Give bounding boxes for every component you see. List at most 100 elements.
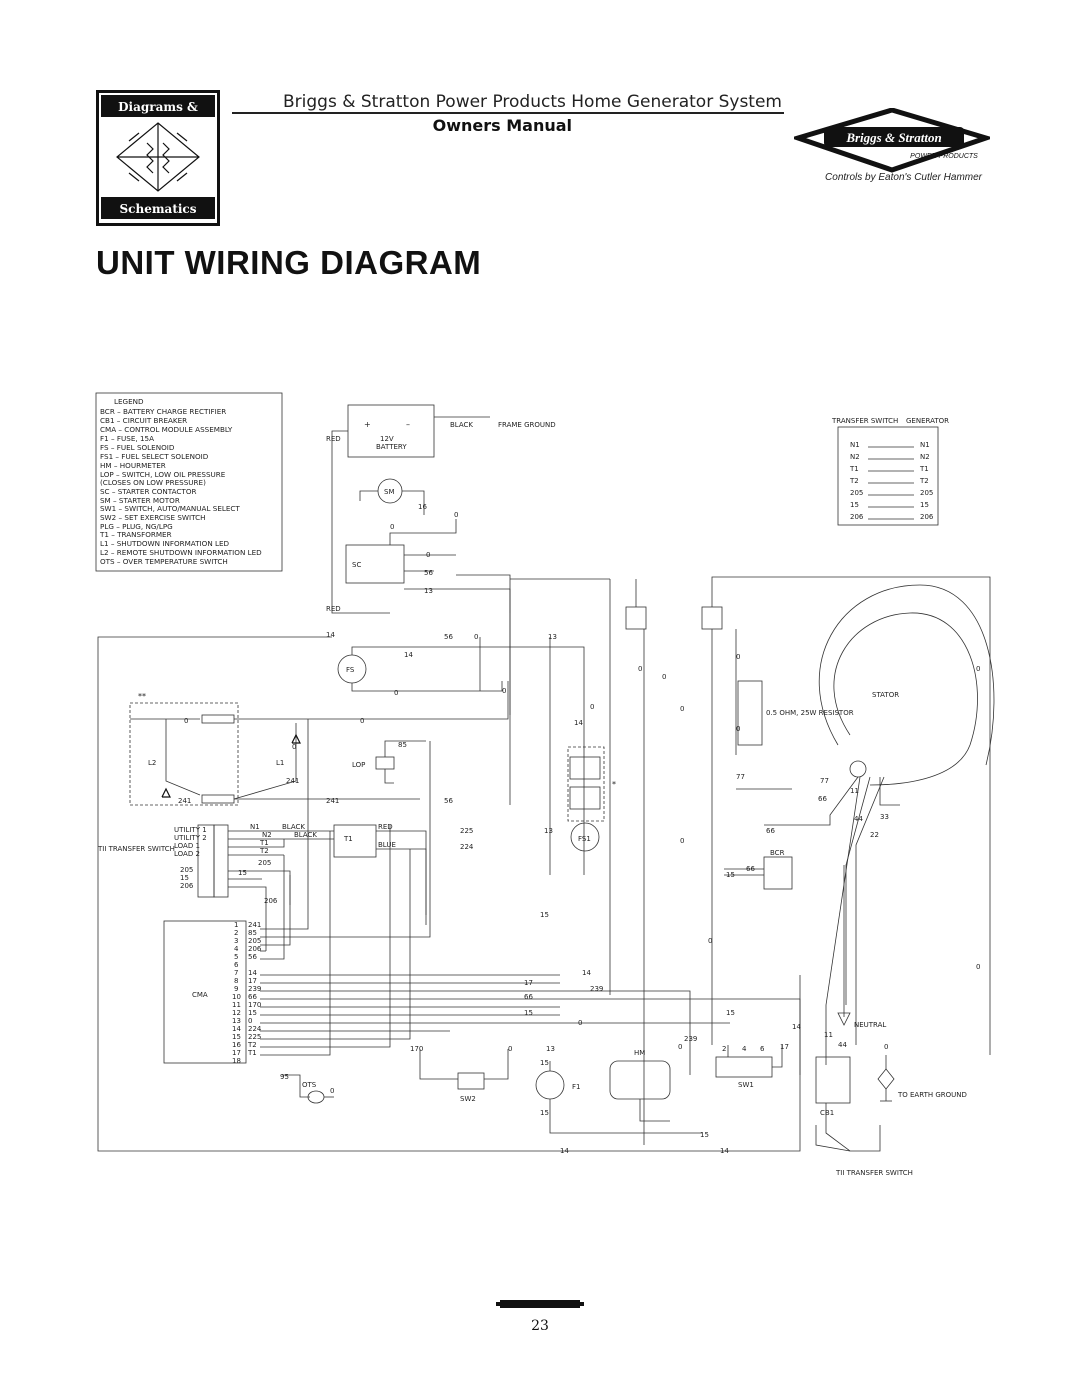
wire-label: 15 xyxy=(540,1109,549,1117)
wire-label: 85 xyxy=(398,741,407,749)
wire-label: 0 xyxy=(292,743,296,751)
cma-wires: 241 85 205 206 56 14 17 239 66 170 15 0 … xyxy=(247,921,262,1057)
lop-switch-box xyxy=(375,756,395,770)
cma-wire: 225 xyxy=(248,1033,261,1041)
cma-wire: 0 xyxy=(248,1017,252,1025)
terminal-color: RED xyxy=(378,823,393,831)
wire-label: 0 xyxy=(976,665,980,673)
cma-wire: 170 xyxy=(248,1001,261,1009)
f1-label: F1 xyxy=(572,1083,580,1091)
cma-wire: 14 xyxy=(248,969,257,977)
wire-label: 0 xyxy=(454,511,458,519)
fs-label: FS xyxy=(346,666,355,674)
terminal-wire: N2 xyxy=(262,831,272,839)
cma-wire: 224 xyxy=(248,1025,262,1033)
cma-pin: 13 xyxy=(232,1017,241,1025)
wire-label: 77 xyxy=(820,777,829,785)
wire-label: 225 xyxy=(460,827,473,835)
transfer-row-right: 205 xyxy=(920,489,933,497)
legend-item: LOP – SWITCH, LOW OIL PRESSURE xyxy=(100,470,226,479)
cma-wire: 85 xyxy=(248,929,257,937)
battery-label: BATTERY xyxy=(376,443,407,451)
resistor-body xyxy=(737,680,763,746)
legend-item: SW1 – SWITCH, AUTO/MANUAL SELECT xyxy=(100,504,240,513)
cma-pin: 5 xyxy=(234,953,238,961)
wire-label: 11 xyxy=(824,1031,833,1039)
ots-switch xyxy=(307,1090,325,1104)
wire-label: 13 xyxy=(424,587,433,595)
wire-label: 6 xyxy=(760,1045,765,1053)
connector-left xyxy=(625,606,647,630)
wire-label: 206 xyxy=(264,897,278,905)
frame-ground-label: FRAME GROUND xyxy=(498,421,556,429)
terminal-label: LOAD 1 xyxy=(174,842,200,850)
terminal-label: 206 xyxy=(180,882,194,890)
resistor-label: 0.5 OHM, 25W RESISTOR xyxy=(766,709,854,717)
fs1-label: FS1 xyxy=(578,835,591,843)
cma-wire: 17 xyxy=(248,977,257,985)
l2-label: L2 xyxy=(148,759,156,767)
brand-subtitle: POWER PRODUCTS xyxy=(910,153,978,160)
legend-item: L2 – REMOTE SHUTDOWN INFORMATION LED xyxy=(100,548,262,557)
terminal-wire: T1 xyxy=(259,839,269,847)
cma-pin: 6 xyxy=(234,961,239,969)
wire-label: 15 xyxy=(726,1009,735,1017)
cma-pin: 1 xyxy=(234,921,238,929)
wire-label: 17 xyxy=(780,1043,789,1051)
wire-black-label: BLACK xyxy=(450,421,473,429)
wire-label: 0 xyxy=(590,703,594,711)
wire-label: 0 xyxy=(680,837,684,845)
cma-wire: T1 xyxy=(247,1049,257,1057)
wire-label: 13 xyxy=(548,633,557,641)
wire-label: 14 xyxy=(574,719,583,727)
sw2-label: SW2 xyxy=(460,1095,476,1103)
terminal-color: BLACK xyxy=(294,831,317,839)
cma-pin: 16 xyxy=(232,1041,241,1049)
wire-label: 15 xyxy=(726,871,735,879)
wire-label: 239 xyxy=(684,1035,697,1043)
terminal-label: UTILITY 1 xyxy=(174,826,207,834)
cma-box xyxy=(163,920,247,1064)
legend-items: BCR – BATTERY CHARGE RECTIFIER CB1 – CIR… xyxy=(99,407,262,566)
unit-wiring-diagram: LEGEND BCR – BATTERY CHARGE RECTIFIER CB… xyxy=(95,392,995,1177)
ots-label: OTS xyxy=(302,1081,317,1089)
brand-name: Briggs & Stratton xyxy=(845,130,941,145)
stator-label: STATOR xyxy=(872,691,899,699)
wire-label: 241 xyxy=(286,777,299,785)
wire-label: 0 xyxy=(884,1043,888,1051)
transfer-row-left: 206 xyxy=(850,513,864,521)
terminal-label: 15 xyxy=(180,874,189,882)
wire-label: 16 xyxy=(418,503,427,511)
wire-label: 14 xyxy=(404,651,413,659)
page-title: UNIT WIRING DIAGRAM xyxy=(96,244,482,281)
transfer-row-left: T1 xyxy=(849,465,859,473)
wire-label: 14 xyxy=(560,1147,569,1155)
wire-label: 56 xyxy=(444,633,453,641)
transfer-table-box xyxy=(837,426,939,526)
wire-label: 0 xyxy=(678,1043,682,1051)
wire-label: 77 xyxy=(736,773,745,781)
wire-label: 13 xyxy=(546,1045,555,1053)
wire-label: RED xyxy=(326,605,341,613)
wire-label: 0 xyxy=(736,725,740,733)
cma-pin: 14 xyxy=(232,1025,241,1033)
wire-label: 44 xyxy=(838,1041,847,1049)
legend-item: FS1 – FUEL SELECT SOLENOID xyxy=(100,452,209,461)
legend-item: BCR – BATTERY CHARGE RECTIFIER xyxy=(100,407,226,416)
wire-label: 0 xyxy=(708,937,712,945)
terminal-color: BLACK xyxy=(282,823,305,831)
cma-wire: 15 xyxy=(248,1009,257,1017)
fs1-bottom-box xyxy=(569,786,601,810)
ti-switch-bottom-label: TII TRANSFER SWITCH xyxy=(835,1169,913,1177)
wire-label: 11 xyxy=(850,787,859,795)
wire-red-label: RED xyxy=(326,435,341,443)
legend-item: F1 – FUSE, 15A xyxy=(100,434,154,443)
legend-item: T1 – TRANSFORMER xyxy=(99,530,172,539)
legend-item: CB1 – CIRCUIT BREAKER xyxy=(100,416,187,425)
wire-label: 33 xyxy=(880,813,889,821)
legend-item: SC – STARTER CONTACTOR xyxy=(100,487,196,496)
wire-label: 0 xyxy=(508,1045,512,1053)
wire-label: 17 xyxy=(524,979,533,987)
wire-label: 14 xyxy=(792,1023,801,1031)
bcr-box xyxy=(763,856,793,890)
